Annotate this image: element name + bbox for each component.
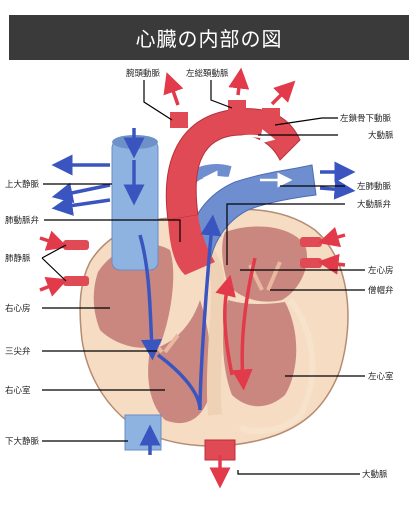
right-atrium-chamber [93, 244, 174, 348]
title-bar: 心臓の内部の図 [9, 15, 409, 60]
pulmonary-artery-arrows [202, 170, 293, 188]
page-title: 心臓の内部の図 [135, 27, 283, 51]
brachiocephalic-branch [170, 112, 188, 128]
label-aorta-top: 大動脈 [368, 130, 394, 141]
label-aortic-valve: 大動脈弁 [357, 199, 392, 210]
left-ventricle-wall [239, 298, 316, 435]
label-inferior-vena-cava: 下大静脈 [5, 436, 40, 447]
left-subclavian-branch [262, 108, 280, 122]
label-brachiocephalic-artery: 腕頭動脈 [126, 68, 161, 79]
aorta-flow-arrow [203, 129, 276, 161]
label-mitral-valve: 僧帽弁 [368, 285, 394, 296]
label-pulmonary-artery: 左肺動脈 [357, 181, 392, 192]
left-atrium-chamber [222, 226, 308, 302]
label-right-ventricle: 右心室 [5, 385, 31, 396]
inferior-vena-cava [124, 414, 162, 451]
label-pulmonary-veins: 肺静脈 [5, 253, 31, 264]
label-left-atrium: 左心房 [368, 265, 394, 276]
label-left-subclavian: 左鎖骨下動脈 [340, 113, 392, 124]
label-right-atrium: 右心房 [5, 303, 31, 314]
pulmonary-artery [184, 164, 317, 263]
label-aorta-bottom: 大動脈 [362, 469, 388, 480]
deoxygenated-flow-arrows [51, 128, 356, 455]
label-superior-vena-cava: 上大静脈 [5, 179, 40, 190]
superior-vena-cava [111, 139, 159, 271]
left-carotid-branch [228, 100, 246, 114]
leader-lines [41, 80, 365, 475]
left-ventricle-chamber [223, 300, 297, 407]
oxygenated-flow-arrows [39, 67, 346, 489]
pulmonary-veins-left [63, 240, 89, 286]
label-tricuspid-valve: 三尖弁 [5, 346, 31, 357]
pulmonary-veins-right [300, 237, 322, 268]
label-left-common-carotid: 左総頚動脈 [186, 68, 229, 79]
label-left-ventricle: 左心室 [368, 371, 394, 382]
label-pulmonary-valve: 肺動脈弁 [5, 215, 40, 226]
